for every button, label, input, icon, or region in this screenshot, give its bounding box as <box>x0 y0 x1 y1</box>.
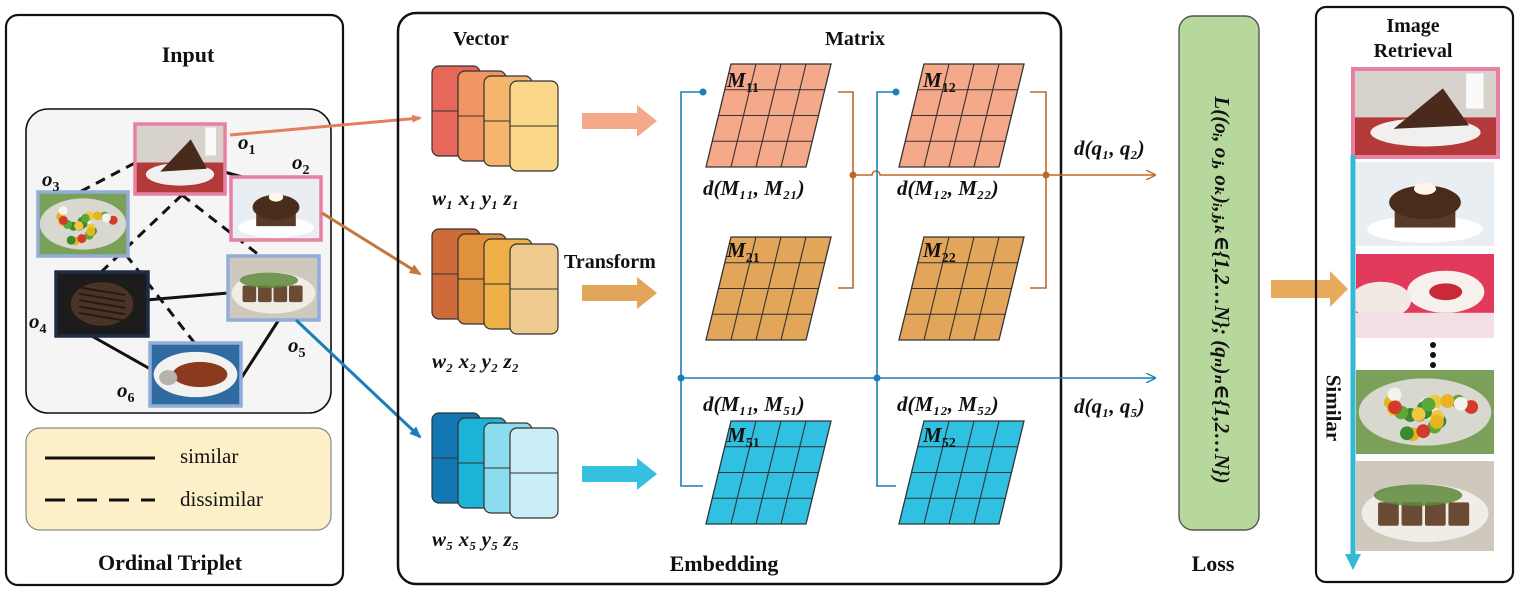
object-label-o4: o4 <box>29 309 47 338</box>
matrix-grid-m52 <box>898 420 1025 525</box>
vector-stack-2 <box>431 228 559 335</box>
arrow-o1-to-vector1 <box>229 114 422 137</box>
matrix-grid-m21 <box>705 236 832 341</box>
matrix-grid-m22 <box>898 236 1025 341</box>
distance-m12-m22: d(M₁₂, M₂₂) <box>897 176 999 200</box>
object-label-o2: o2 <box>292 150 310 179</box>
retrieval-panel <box>1314 5 1515 584</box>
retrieval-image-2 <box>1356 162 1494 246</box>
loss-formula: L((oᵢ, oⱼ, oₖ)ᵢ,ⱼ,ₖ∈{1,2…N}; (qₙ)ₙ∈{1,2…… <box>1210 96 1234 484</box>
graph-image-o4 <box>54 270 150 338</box>
distance-m12-m52: d(M₁₂, M₅₂) <box>897 392 999 416</box>
orange-dot <box>849 171 857 179</box>
blue-dot <box>677 374 685 382</box>
legend-similar-label: similar <box>180 444 239 468</box>
blue-dot <box>892 88 900 96</box>
loss-to-retrieval-arrow <box>1271 271 1348 307</box>
matrix-label-m51: M51 <box>727 423 760 452</box>
arrow-o5-to-vector5 <box>294 318 422 439</box>
legend-dissimilar-label: dissimilar <box>180 487 263 511</box>
vector-title: Vector <box>453 28 509 50</box>
retrieval-image-1 <box>1351 67 1500 159</box>
matrix-label-m21: M21 <box>727 238 760 267</box>
vector-label-5: w₅ x₅ y₅ z₅ <box>432 527 520 551</box>
matrix-label-m12: M12 <box>923 68 956 97</box>
vector-label-1: w₁ x₁ y₁ z₁ <box>432 186 520 210</box>
matrix-title: Matrix <box>825 28 885 50</box>
object-label-o5: o5 <box>288 333 306 362</box>
similar-axis-label: Similar <box>1321 374 1346 442</box>
transform-arrow <box>582 105 657 137</box>
matrix-label-m11: M11 <box>727 68 759 97</box>
matrix-label-m52: M52 <box>923 423 956 452</box>
retrieval-image-3 <box>1356 254 1494 338</box>
blue-dot <box>699 88 707 96</box>
vector-stack-1 <box>431 65 559 172</box>
object-label-o6: o6 <box>117 378 135 407</box>
blue-dot <box>873 374 881 382</box>
vector-stack-3 <box>431 412 559 519</box>
graph-image-o1 <box>133 122 227 196</box>
matrix-grid-m51 <box>705 420 832 525</box>
object-label-o3: o3 <box>42 167 60 196</box>
input-panel <box>4 13 345 587</box>
distance-m11-m21: d(M₁₁, M₂₁) <box>703 176 805 200</box>
distance-m11-m51: d(M₁₁, M₅₁) <box>703 392 805 416</box>
orange-connectors <box>838 91 1155 289</box>
retrieval-image-4 <box>1356 370 1494 454</box>
distance-q1-q5: d(q₁, q₅) <box>1074 394 1145 418</box>
transform-arrow <box>582 277 657 309</box>
arrow-o2-to-vector2 <box>321 211 422 276</box>
embedding-title: Embedding <box>669 551 779 576</box>
embedding-panel <box>396 11 1063 586</box>
blue-connectors <box>680 91 1155 487</box>
graph-image-o3 <box>36 190 130 258</box>
legend-box <box>25 427 332 531</box>
graph-image-o6 <box>148 341 243 408</box>
retrieval-image-5 <box>1356 461 1494 551</box>
transform-arrow <box>582 458 657 490</box>
matrix-grid-m11 <box>705 63 832 168</box>
graph-image-o5 <box>226 254 321 322</box>
distance-q1-q2: d(q₁, q₂) <box>1074 136 1145 160</box>
orange-dot <box>1042 171 1050 179</box>
ordinal-triplet-title: Ordinal Triplet <box>97 550 243 575</box>
ellipsis-dots <box>1430 342 1436 368</box>
matrix-grid-m12 <box>898 63 1025 168</box>
vector-label-2: w₂ x₂ y₂ z₂ <box>432 349 520 373</box>
retrieval-title-line1: Image <box>1386 15 1440 37</box>
graph-image-o2 <box>229 175 323 242</box>
transform-label: Transform <box>564 251 656 273</box>
input-title: Input <box>161 42 215 67</box>
loss-box <box>1178 15 1260 531</box>
loss-title: Loss <box>1191 551 1235 576</box>
object-label-o1: o1 <box>238 130 256 159</box>
retrieval-title-line2: Retrieval <box>1373 40 1453 62</box>
matrix-label-m22: M22 <box>923 238 956 267</box>
